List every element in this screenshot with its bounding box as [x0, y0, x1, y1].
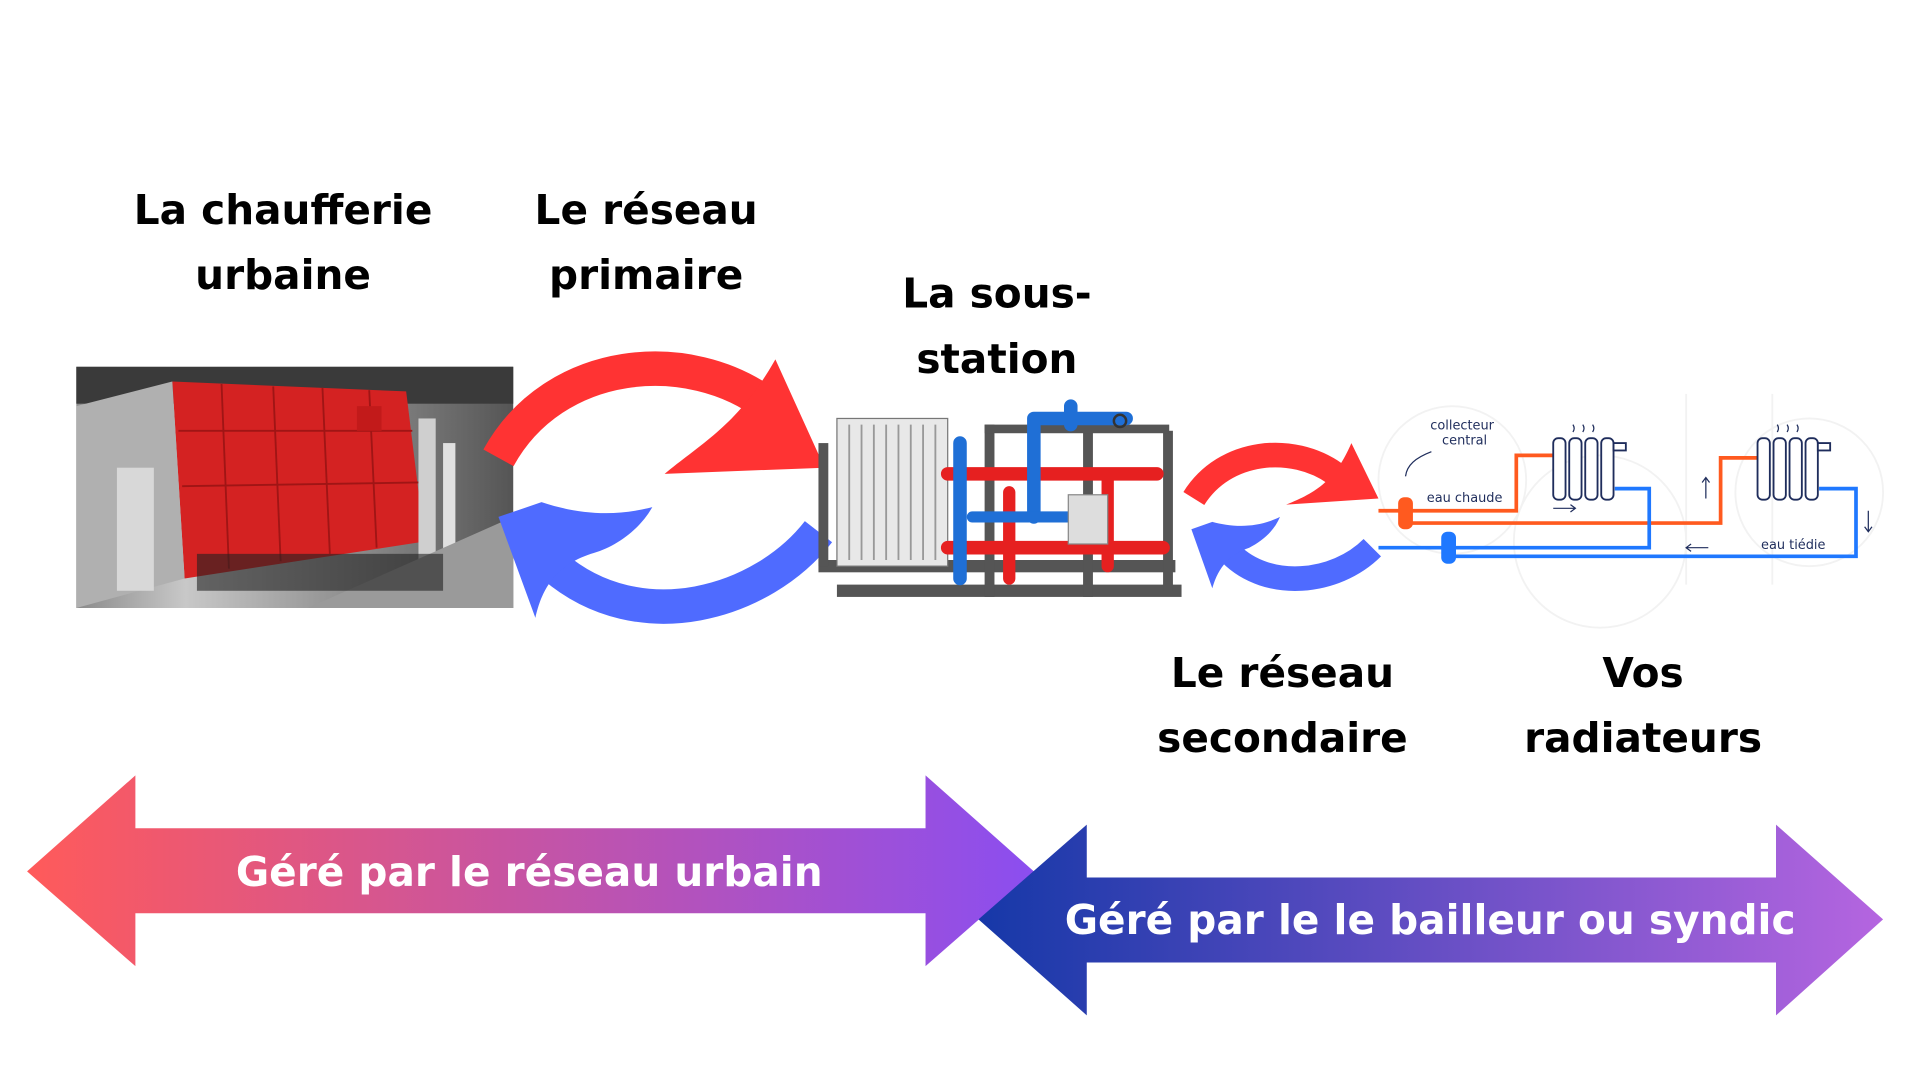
svg-text:collecteur: collecteur	[1430, 419, 1494, 434]
svg-text:Vos: Vos	[1602, 649, 1683, 697]
secondary-hot-arrow	[1183, 442, 1379, 506]
heading-chaufferie: La chaufferie urbaine	[134, 186, 433, 299]
heading-radiateurs: Vos radiateurs	[1524, 649, 1762, 762]
hot-collector-icon	[1398, 497, 1413, 530]
radiator-icon	[1552, 437, 1627, 501]
svg-text:Le réseau: Le réseau	[535, 186, 758, 234]
svg-text:central: central	[1442, 433, 1487, 448]
svg-text:station: station	[916, 335, 1077, 383]
cold-collector-icon	[1441, 531, 1456, 564]
primary-cold-arrow	[498, 502, 833, 624]
svg-text:La chaufferie: La chaufferie	[134, 186, 433, 234]
svg-text:Géré par le réseau urbain: Géré par le réseau urbain	[236, 848, 823, 896]
svg-text:urbaine: urbaine	[195, 251, 371, 299]
svg-text:Le réseau: Le réseau	[1171, 649, 1394, 697]
band-bailleur-syndic: Géré par le le bailleur ou syndic	[978, 824, 1884, 1016]
heading-reseau-primaire: Le réseau primaire	[535, 186, 758, 299]
substation-image	[818, 399, 1182, 597]
svg-text:radiateurs: radiateurs	[1524, 714, 1762, 762]
secondary-cold-arrow	[1191, 516, 1382, 591]
radiator-circuit-diagram: collecteur central eau chaude eau tiédie	[1377, 393, 1884, 629]
svg-text:eau chaude: eau chaude	[1427, 491, 1503, 506]
svg-text:primaire: primaire	[549, 251, 743, 299]
heading-sous-station: La sous- station	[902, 270, 1091, 383]
svg-text:La sous-: La sous-	[902, 270, 1091, 318]
boiler-room-photo	[76, 366, 514, 608]
svg-text:eau tiédie: eau tiédie	[1761, 538, 1825, 553]
svg-text:secondaire: secondaire	[1157, 714, 1408, 762]
band-reseau-urbain: Géré par le réseau urbain	[27, 775, 1034, 967]
heading-reseau-secondaire: Le réseau secondaire	[1157, 649, 1408, 762]
svg-text:Géré par le le bailleur ou syn: Géré par le le bailleur ou syndic	[1065, 896, 1796, 944]
primary-hot-arrow	[483, 351, 825, 474]
radiator-icon	[1756, 437, 1832, 501]
